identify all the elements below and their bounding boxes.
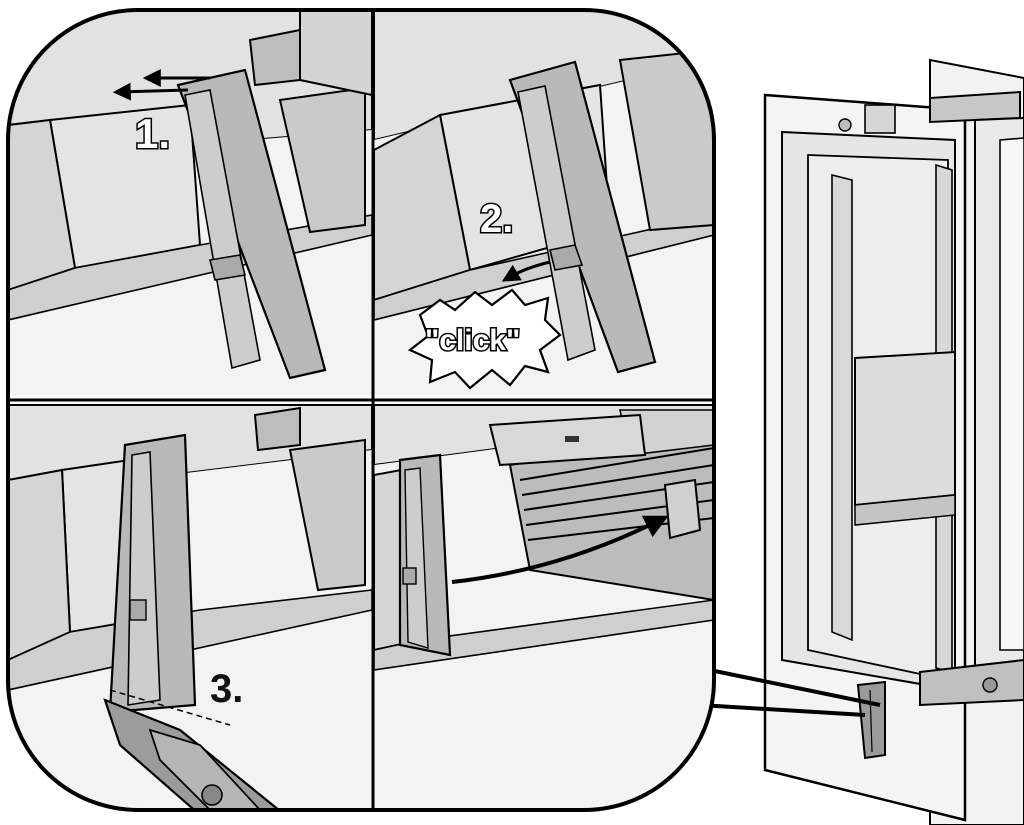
detail-frame xyxy=(6,8,716,812)
top-hinge xyxy=(929,90,1021,124)
clip-part xyxy=(663,478,702,540)
panel-step-1: 1. xyxy=(8,10,373,395)
detail-panels: 1. 2. "click" xyxy=(8,10,714,810)
click-label: "click" xyxy=(425,324,520,357)
curved-arrow-icon xyxy=(501,260,551,282)
callout-line-top xyxy=(699,666,881,707)
knife-icon xyxy=(103,698,289,810)
long-curved-arrow-icon xyxy=(451,515,669,584)
double-left-arrow-icon xyxy=(112,69,210,101)
step-1-label: 1. xyxy=(135,110,170,157)
panel-step-4 xyxy=(373,404,714,810)
click-burst-icon xyxy=(407,288,562,390)
step-2-label: 2. xyxy=(480,197,513,241)
callout-line-bottom xyxy=(699,703,866,717)
appliance xyxy=(763,58,1024,825)
door-bin xyxy=(854,350,956,507)
panel-step-2: 2. "click" xyxy=(373,10,714,395)
step-3-label: 3. xyxy=(210,667,243,711)
bottom-hinge xyxy=(919,658,1024,707)
panel-step-3: 3. xyxy=(8,404,373,810)
